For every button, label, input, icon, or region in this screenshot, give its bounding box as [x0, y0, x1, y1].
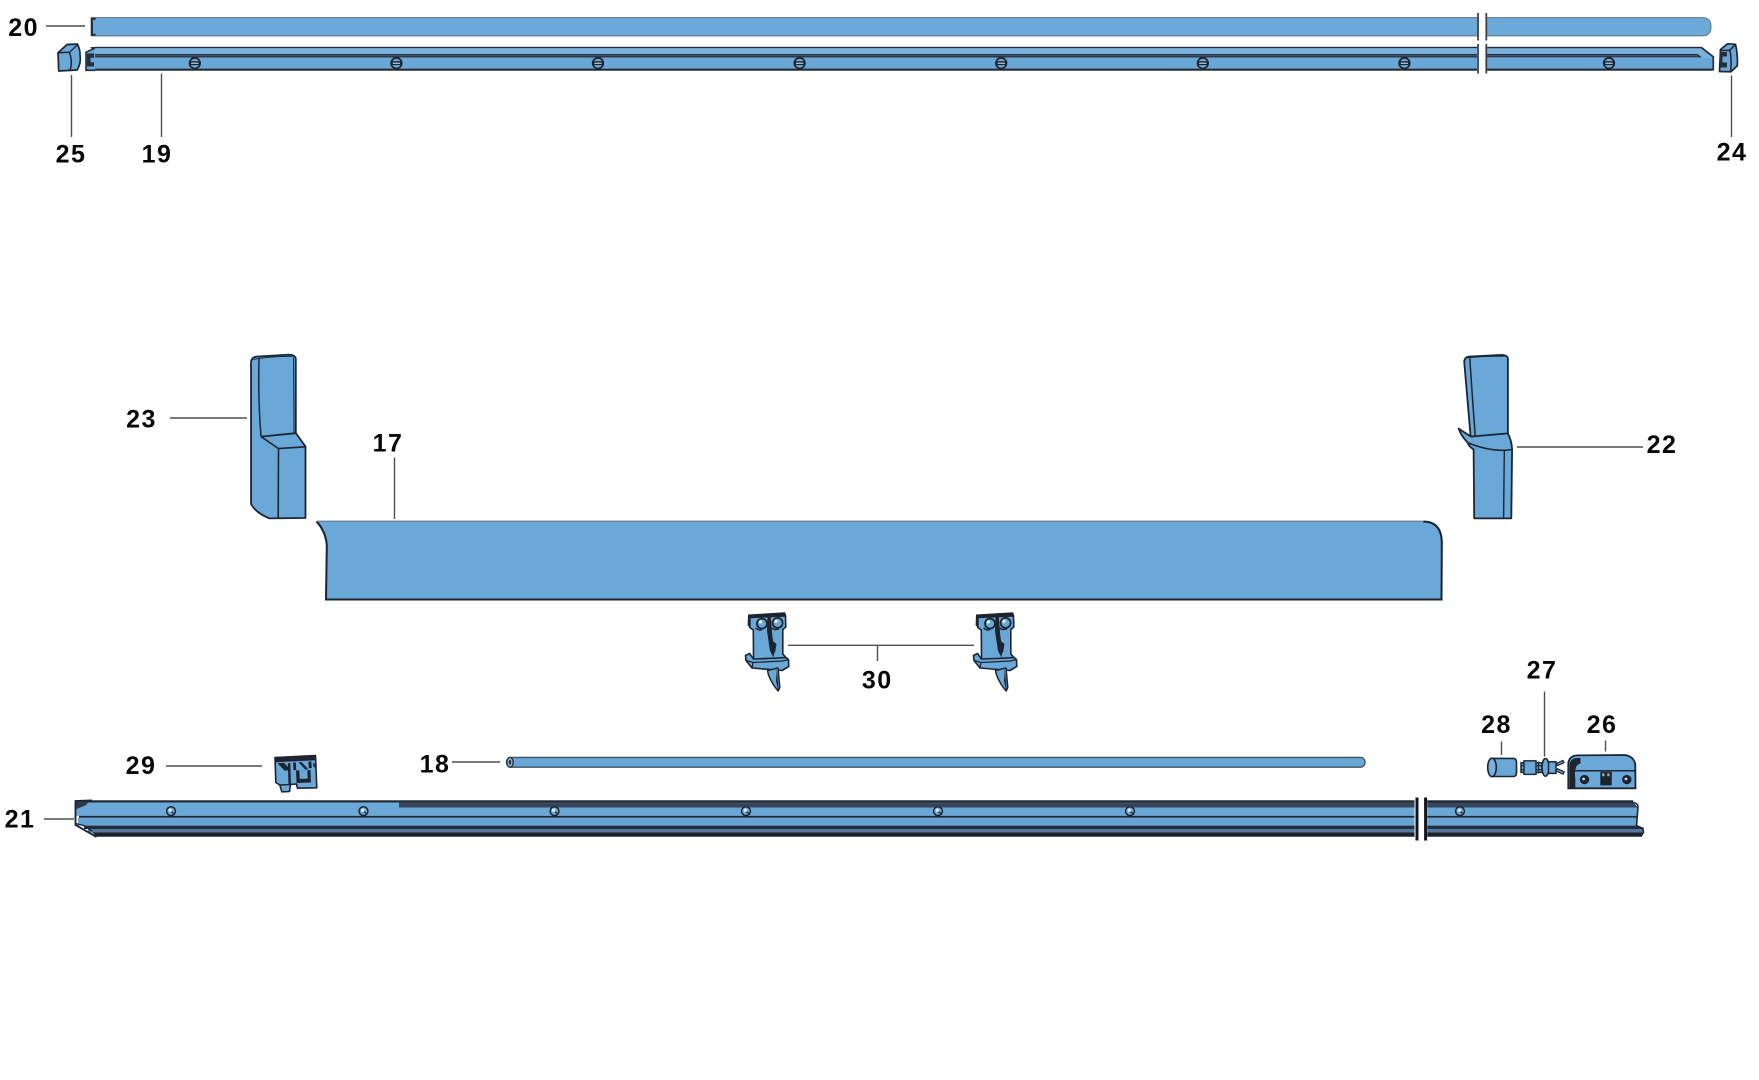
svg-text:24: 24 [1717, 139, 1748, 167]
svg-text:22: 22 [1647, 431, 1678, 459]
svg-text:20: 20 [8, 14, 39, 42]
svg-text:23: 23 [126, 406, 157, 434]
svg-text:18: 18 [420, 751, 451, 779]
svg-text:27: 27 [1527, 657, 1558, 685]
svg-text:17: 17 [373, 430, 404, 458]
svg-text:29: 29 [126, 752, 157, 780]
svg-text:21: 21 [5, 806, 36, 834]
svg-text:28: 28 [1481, 711, 1512, 739]
svg-text:25: 25 [56, 141, 87, 169]
svg-text:19: 19 [142, 141, 173, 169]
svg-text:26: 26 [1587, 711, 1618, 739]
svg-text:30: 30 [862, 667, 893, 695]
